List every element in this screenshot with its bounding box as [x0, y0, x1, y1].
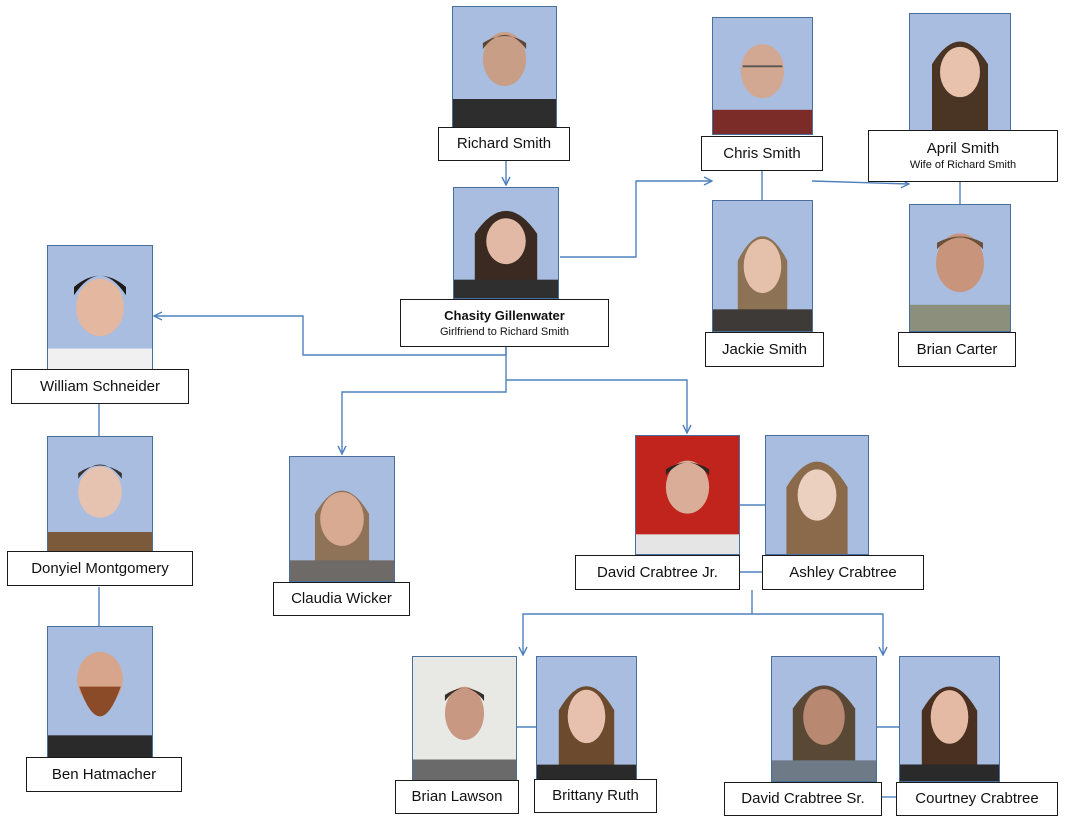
photo-brian-carter [909, 204, 1011, 332]
label-richard-smith: Richard Smith [438, 127, 570, 161]
person-silhouette-icon [48, 246, 152, 369]
person-silhouette-icon [413, 657, 516, 780]
note-april-smith: Wife of Richard Smith [909, 159, 1017, 171]
label-brian-lawson: Brian Lawson [395, 780, 519, 814]
photo-brittany-ruth [536, 656, 637, 781]
label-brian-carter: Brian Carter [898, 332, 1016, 367]
photo-april-smith [909, 13, 1011, 131]
name-chasity-gillenwater: Chasity Gillenwater [444, 308, 565, 323]
label-jackie-smith: Jackie Smith [705, 332, 824, 367]
photo-claudia-wicker [289, 456, 395, 582]
name-brian-lawson: Brian Lawson [411, 788, 503, 805]
name-brittany-ruth: Brittany Ruth [552, 787, 639, 804]
label-donyiel-montgomery: Donyiel Montgomery [7, 551, 193, 586]
person-silhouette-icon [900, 657, 999, 781]
arrow-chris-to-april [811, 181, 909, 184]
photo-brian-lawson [412, 656, 517, 781]
name-donyiel-montgomery: Donyiel Montgomery [31, 559, 169, 577]
label-april-smith: April Smith Wife of Richard Smith [868, 130, 1058, 182]
arrow-to-crabtree-sr [752, 613, 883, 655]
photo-david-crabtree-jr [635, 435, 740, 555]
name-richard-smith: Richard Smith [456, 135, 552, 152]
person-silhouette-icon [766, 436, 868, 554]
label-ben-hatmacher: Ben Hatmacher [26, 757, 182, 792]
name-april-smith: April Smith [926, 140, 1000, 157]
label-david-crabtree-sr: David Crabtree Sr. [724, 782, 882, 816]
person-silhouette-icon [537, 657, 636, 780]
name-claudia-wicker: Claudia Wicker [291, 590, 392, 607]
person-silhouette-icon [48, 627, 152, 757]
photo-david-crabtree-sr [771, 656, 877, 782]
name-brian-carter: Brian Carter [916, 340, 998, 358]
name-david-crabtree-jr: David Crabtree Jr. [597, 563, 718, 581]
name-jackie-smith: Jackie Smith [721, 340, 808, 358]
person-silhouette-icon [290, 457, 394, 581]
name-chris-smith: Chris Smith [723, 144, 801, 162]
person-silhouette-icon [48, 437, 152, 551]
person-silhouette-icon [713, 18, 812, 134]
name-ashley-crabtree: Ashley Crabtree [789, 563, 897, 581]
photo-jackie-smith [712, 200, 813, 332]
person-silhouette-icon [636, 436, 739, 554]
arrow-chasity-to-claudia [342, 347, 507, 454]
label-william-schneider: William Schneider [11, 369, 189, 404]
name-ben-hatmacher: Ben Hatmacher [51, 765, 157, 783]
label-courtney-crabtree: Courtney Crabtree [896, 782, 1058, 816]
label-ashley-crabtree: Ashley Crabtree [762, 555, 924, 590]
photo-ben-hatmacher [47, 626, 153, 758]
photo-chris-smith [712, 17, 813, 135]
arrow-chasity-to-chris [560, 181, 712, 258]
person-silhouette-icon [713, 201, 812, 331]
label-david-crabtree-jr: David Crabtree Jr. [575, 555, 740, 590]
label-chris-smith: Chris Smith [701, 136, 823, 171]
photo-william-schneider [47, 245, 153, 370]
name-william-schneider: William Schneider [39, 377, 161, 395]
photo-courtney-crabtree [899, 656, 1000, 782]
photo-chasity-gillenwater [453, 187, 559, 299]
name-courtney-crabtree: Courtney Crabtree [915, 790, 1039, 807]
photo-richard-smith [452, 6, 557, 128]
person-silhouette-icon [772, 657, 876, 781]
person-silhouette-icon [910, 14, 1010, 130]
person-silhouette-icon [454, 188, 558, 298]
label-claudia-wicker: Claudia Wicker [273, 582, 410, 616]
note-chasity-gillenwater: Girlfriend to Richard Smith [440, 326, 569, 338]
label-chasity-gillenwater: Chasity Gillenwater Girlfriend to Richar… [400, 299, 609, 347]
person-silhouette-icon [910, 205, 1010, 331]
label-brittany-ruth: Brittany Ruth [534, 779, 657, 813]
arrow-chasity-to-crabtree-jr [506, 379, 687, 433]
photo-donyiel-montgomery [47, 436, 153, 552]
photo-ashley-crabtree [765, 435, 869, 555]
person-silhouette-icon [453, 7, 556, 127]
arrow-to-lawson [523, 613, 752, 655]
name-david-crabtree-sr: David Crabtree Sr. [741, 790, 865, 807]
